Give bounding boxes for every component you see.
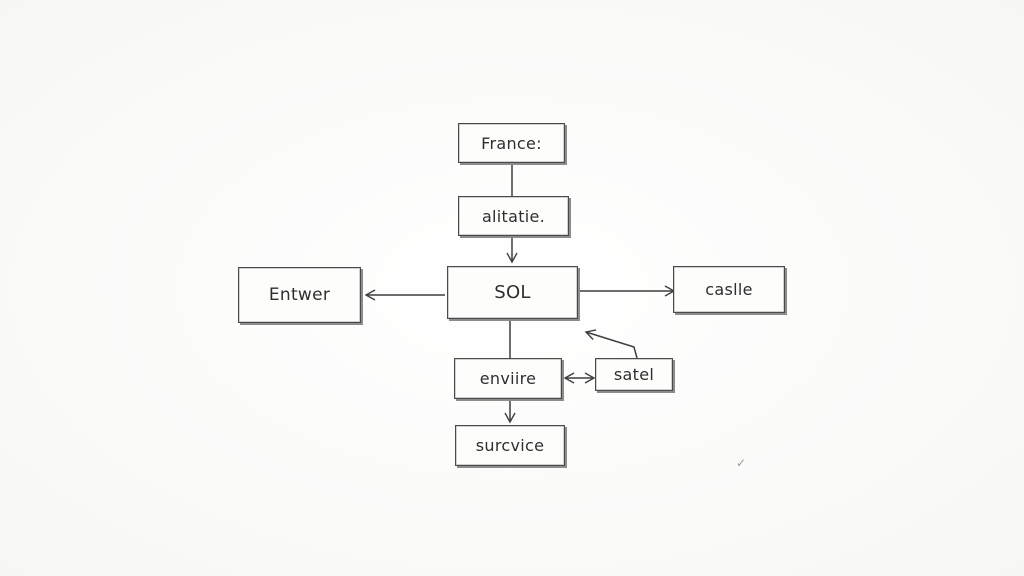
node-sol-label: SOL: [494, 282, 531, 303]
node-france-label: France:: [481, 133, 542, 153]
checkmark-icon: ✓: [736, 456, 747, 470]
node-satel: satel: [595, 358, 673, 391]
node-entwer: Entwer: [238, 267, 361, 323]
node-caslle-label: caslle: [705, 280, 753, 299]
node-alitatie: alitatie.: [458, 196, 569, 236]
node-enviire: enviire: [454, 358, 562, 399]
node-france: France:: [458, 123, 565, 163]
edge-satel-sol: [584, 329, 638, 359]
node-surcvice-label: surcvice: [475, 436, 545, 455]
node-caslle: caslle: [673, 266, 785, 313]
node-entwer-label: Entwer: [268, 285, 331, 305]
node-sol: SOL: [447, 266, 578, 319]
node-alitatie-label: alitatie.: [481, 206, 546, 226]
node-surcvice: surcvice: [455, 425, 565, 466]
node-satel-label: satel: [613, 365, 655, 384]
node-enviire-label: enviire: [479, 369, 537, 388]
